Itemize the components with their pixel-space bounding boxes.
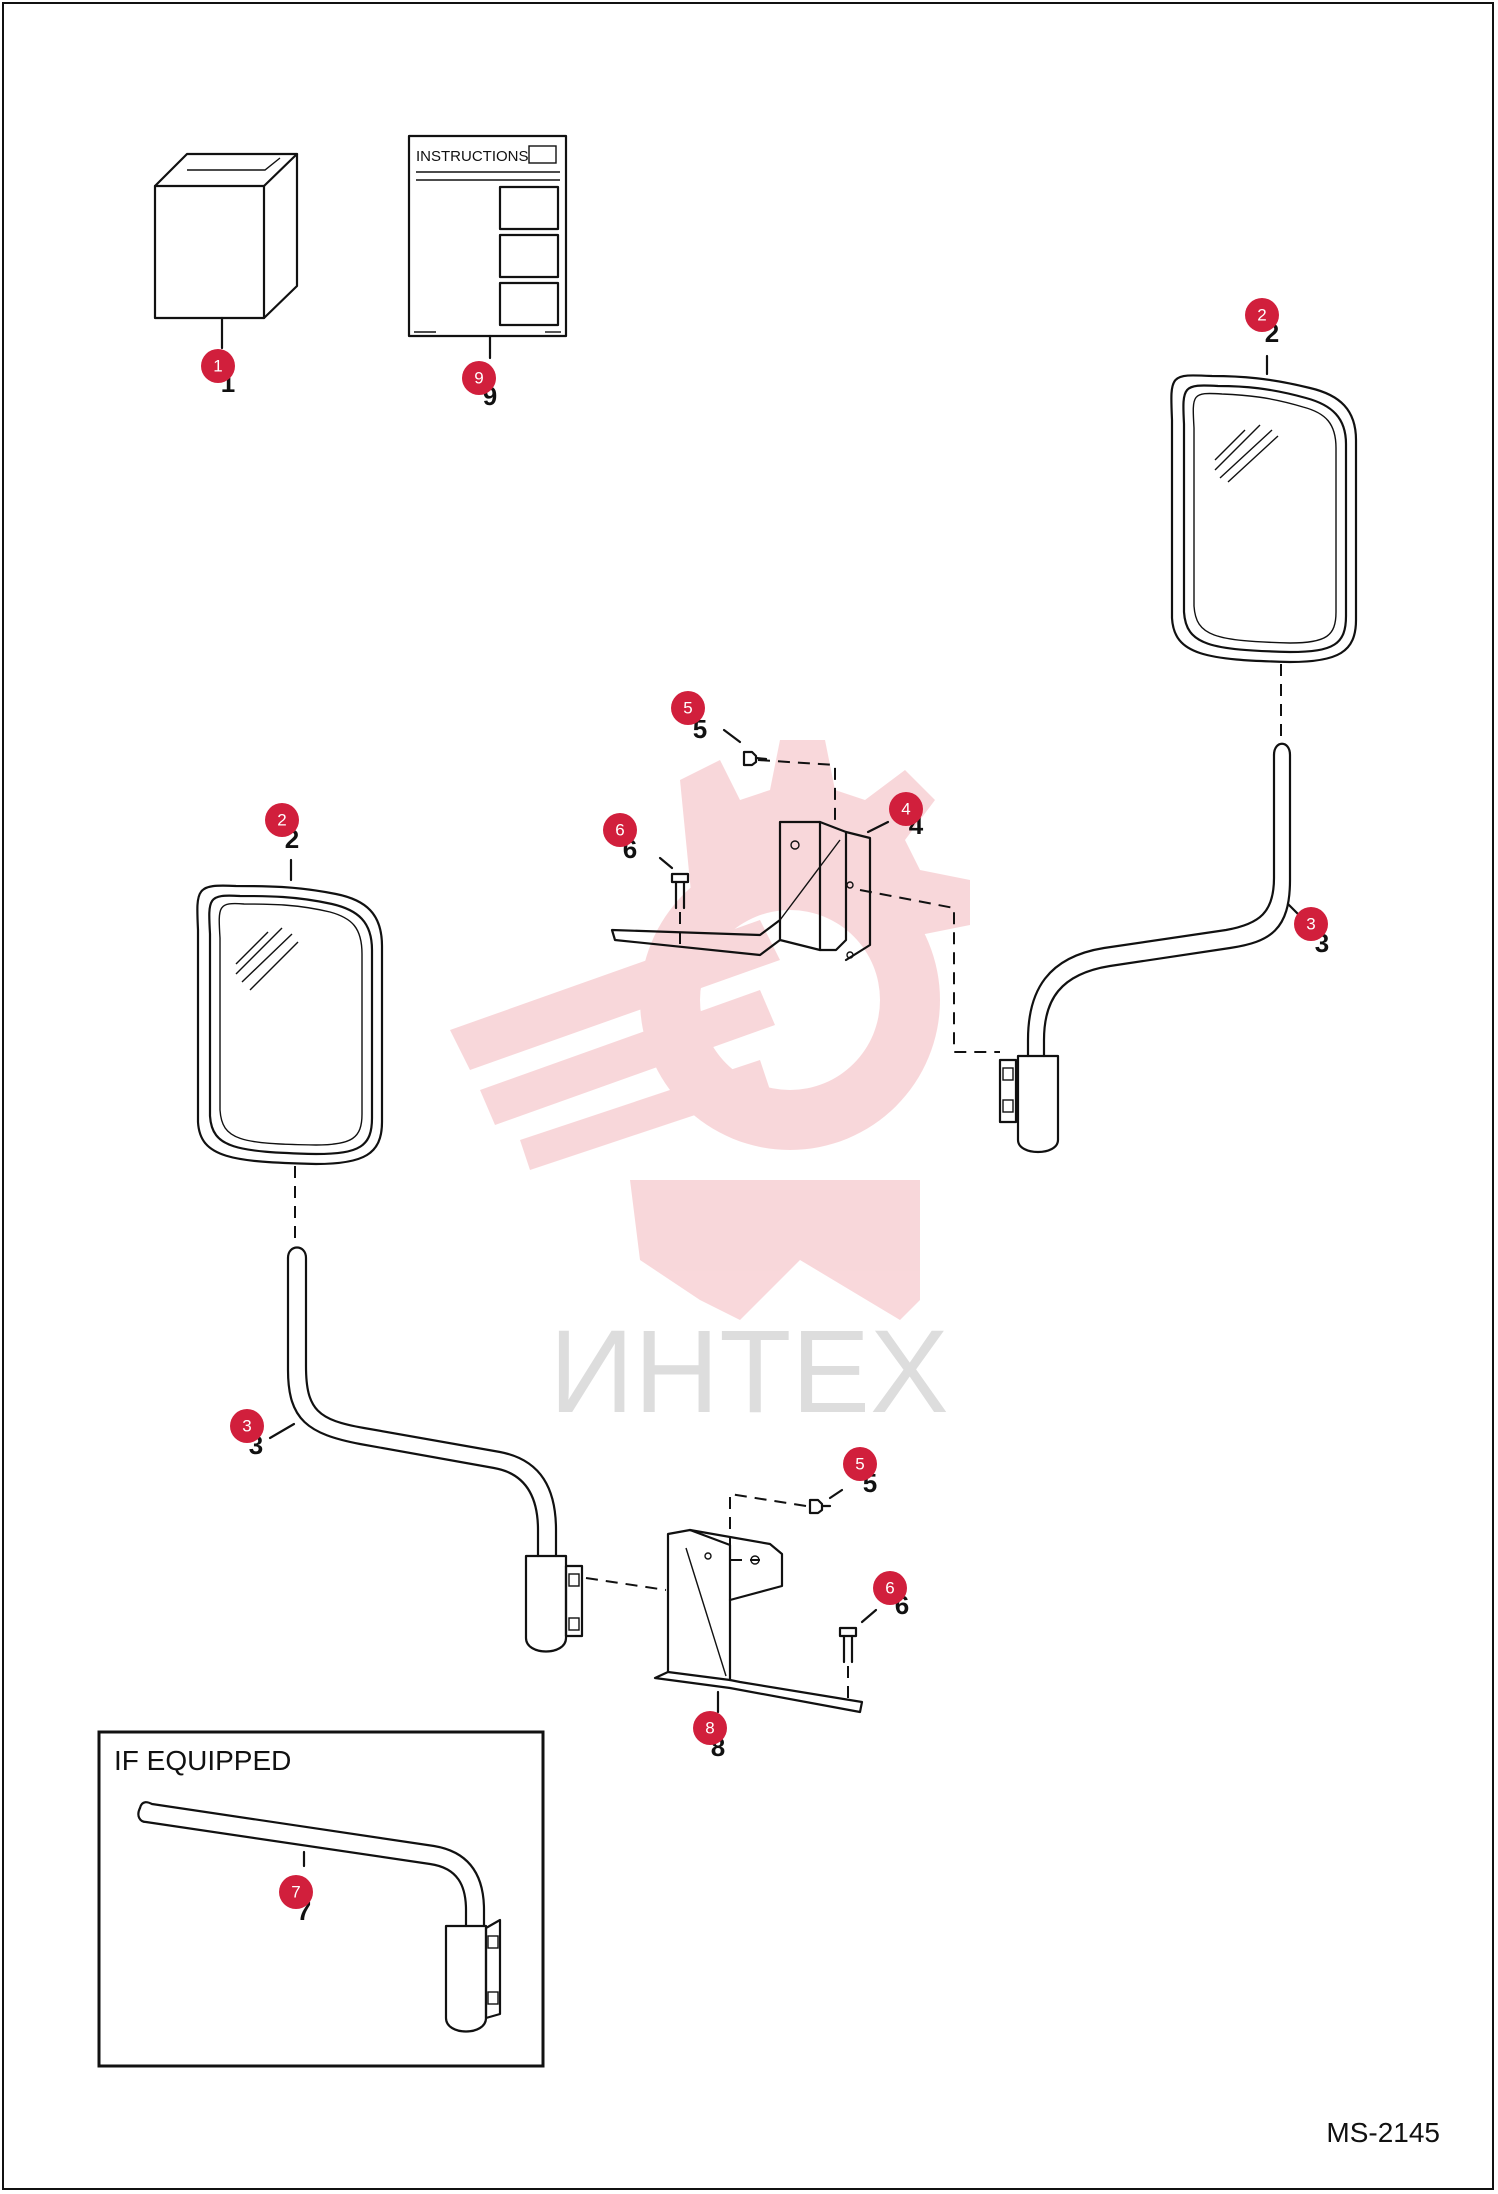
callout-3-left: 3 xyxy=(230,1409,264,1443)
svg-text:9: 9 xyxy=(474,369,483,388)
callout-6-top: 6 xyxy=(603,813,637,847)
callout-5-bottom: 5 xyxy=(843,1447,877,1481)
diagram-code: MS-2145 xyxy=(1326,2117,1440,2148)
bracket-left: 8 xyxy=(653,1528,864,1762)
watermark-logo xyxy=(450,740,970,1320)
mirror-arm-left: 3 xyxy=(249,1246,584,1653)
svg-text:2: 2 xyxy=(1257,306,1266,325)
callout-6-bottom: 6 xyxy=(873,1571,907,1605)
svg-text:3: 3 xyxy=(1306,915,1315,934)
svg-text:5: 5 xyxy=(683,699,692,718)
svg-text:8: 8 xyxy=(705,1719,714,1738)
svg-text:6: 6 xyxy=(885,1579,894,1598)
svg-text:4: 4 xyxy=(901,800,910,819)
svg-text:6: 6 xyxy=(615,821,624,840)
callout-9: 9 xyxy=(462,361,496,395)
instructions-sheet: INSTRUCTIONS 9 xyxy=(407,134,568,411)
instructions-label: INSTRUCTIONS xyxy=(416,148,529,165)
svg-text:2: 2 xyxy=(277,811,286,830)
mirror-head-right: 2 xyxy=(1170,318,1358,664)
svg-text:3: 3 xyxy=(242,1417,251,1436)
callout-4: 4 xyxy=(889,792,923,826)
watermark-text: ИНТЕХ xyxy=(549,1306,949,1438)
inset-box: 7 xyxy=(97,1730,545,2068)
bolt-5-top: 5 xyxy=(693,714,768,767)
inset-title: IF EQUIPPED xyxy=(114,1745,291,1776)
mirror-arm-right: 3 xyxy=(998,742,1329,1153)
svg-text:7: 7 xyxy=(291,1883,300,1902)
bolt-6-top: 6 xyxy=(623,834,690,910)
callout-8: 8 xyxy=(693,1711,727,1745)
mirror-head-left: 2 xyxy=(196,824,384,1166)
callout-3-right: 3 xyxy=(1294,907,1328,941)
callout-2-right: 2 xyxy=(1245,298,1279,332)
svg-text:5: 5 xyxy=(855,1455,864,1474)
callout-7: 7 xyxy=(279,1875,313,1909)
callout-5-top: 5 xyxy=(671,691,705,725)
callout-2-left: 2 xyxy=(265,803,299,837)
callout-1: 1 xyxy=(201,349,235,383)
svg-text:1: 1 xyxy=(213,357,222,376)
